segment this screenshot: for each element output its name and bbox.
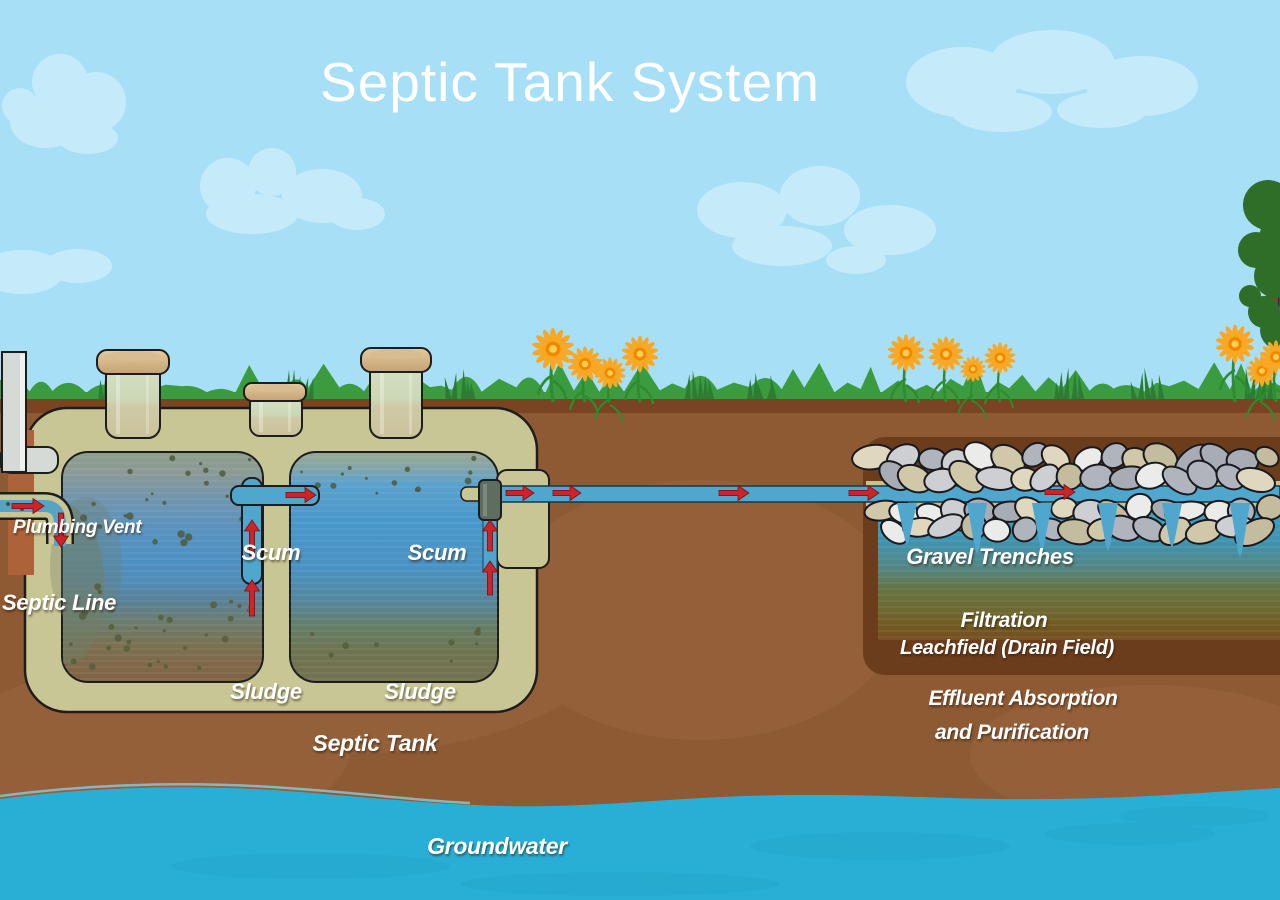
clouds [0,30,1198,294]
flower [1246,355,1278,422]
tree [1238,180,1280,350]
flower [984,342,1016,409]
label-filtration: Filtration [960,609,1048,632]
label-sludge-1: Sludge [230,679,302,704]
outlet-wall-block [496,469,550,569]
effluent-drips [897,503,1250,557]
flower [567,346,603,415]
flow-arrow [505,484,535,502]
label-leachfield: Leachfield (Drain Field) [900,637,1114,659]
flow-arrow [552,484,582,502]
flow-arrow [52,512,70,548]
label-septic-line: Septic Line [2,590,117,615]
flow-arrow [243,519,261,557]
scum-sludge-particles [68,455,481,670]
riser [96,349,170,439]
label-and-purification: and Purification [935,721,1089,744]
gravel-rocks-top [851,441,1280,496]
diagram-title: Septic Tank System [320,51,820,113]
vent-highlight [20,354,25,470]
flower [957,356,987,420]
riser [360,347,432,439]
label-plumbing-vent: Plumbing Vent [13,517,142,538]
label-gravel-trenches: Gravel Trenches [906,544,1074,569]
label-septic-tank: Septic Tank [312,730,438,756]
label-effluent-absorption: Effluent Absorption [928,687,1118,710]
flow-arrow [718,484,750,502]
label-groundwater: Groundwater [427,833,567,859]
groundwater-graphic [0,783,1280,900]
flow-arrow [481,560,499,596]
flower [594,357,626,424]
flow-arrow [481,519,499,552]
label-scum-1: Scum [241,540,301,565]
cloud [2,54,126,154]
flower [928,336,964,405]
flower [532,327,574,403]
access-risers [96,347,432,439]
label-sludge-2: Sludge [384,679,456,704]
cloud [906,30,1198,132]
cloud [697,166,936,274]
flow-arrow [1044,483,1076,501]
flower [1216,324,1254,403]
riser [243,382,307,437]
flower [621,335,659,405]
flower [887,334,925,404]
cloud [200,148,385,234]
flow-arrow [848,484,880,502]
flow-arrows [11,483,1076,617]
flowers [532,324,1280,424]
flow-arrow [285,486,317,504]
septic-tank-graphic [23,347,550,714]
flow-arrow [243,579,261,617]
flow-arrow [11,497,45,515]
cloud [0,249,112,294]
label-scum-2: Scum [407,540,467,565]
